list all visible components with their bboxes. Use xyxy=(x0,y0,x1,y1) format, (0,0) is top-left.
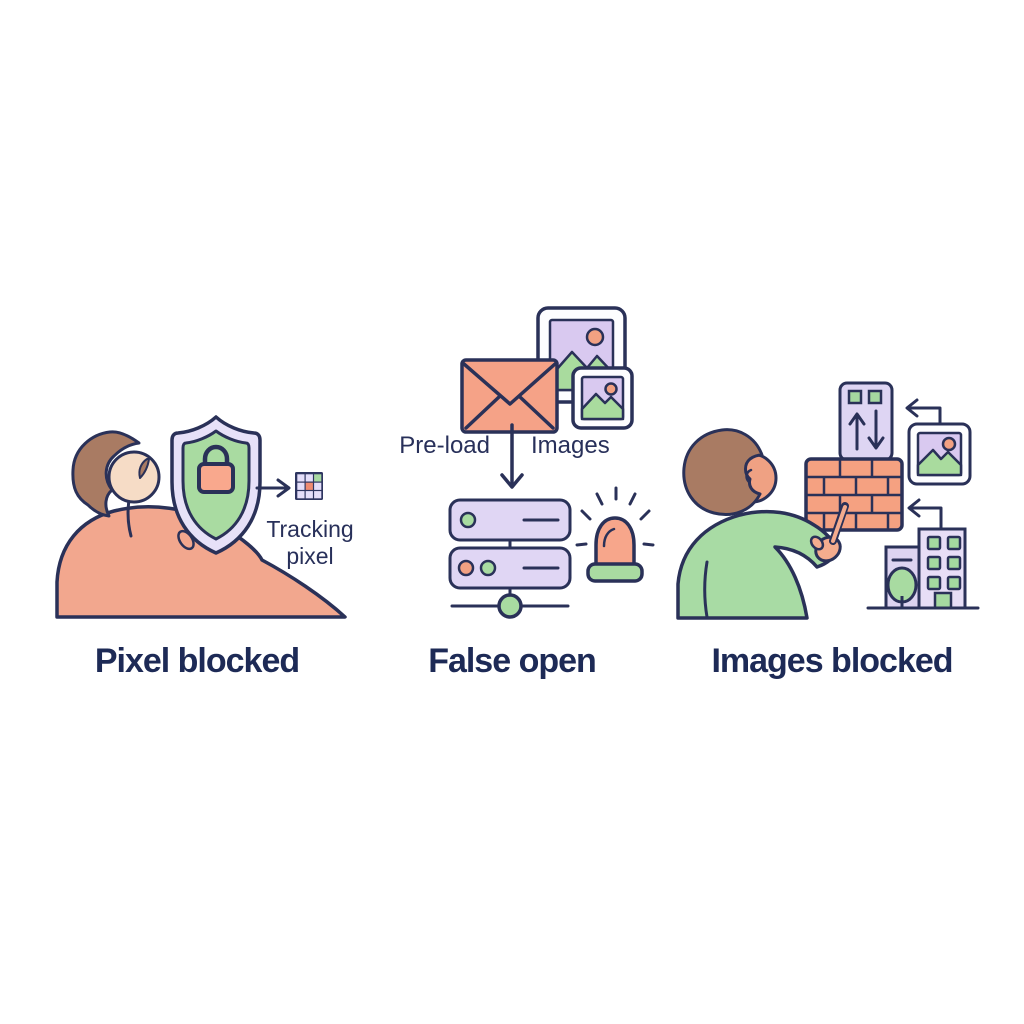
lock-shackle xyxy=(202,444,230,468)
buildings-icon xyxy=(866,527,980,610)
panel-images-blocked xyxy=(676,381,980,620)
tracking-pixel-label-line1: Tracking xyxy=(266,516,354,542)
data-transfer-panel-icon xyxy=(838,381,894,462)
tracking-pixel-label: Tracking pixel xyxy=(248,516,372,570)
person-body xyxy=(676,509,840,620)
arrow-right-icon xyxy=(255,478,291,498)
person-back-line xyxy=(703,560,709,619)
caption-pixel-blocked: Pixel blocked xyxy=(94,642,300,680)
photo-icon-small xyxy=(571,366,634,430)
images-label: Images xyxy=(531,432,610,459)
shield-lock-icon xyxy=(170,415,262,555)
siren-alarm-icon xyxy=(575,486,655,583)
person-pointing xyxy=(676,428,849,620)
person-hair xyxy=(682,428,764,516)
person-face xyxy=(107,450,161,504)
server-icon xyxy=(448,498,572,590)
pointing-hand xyxy=(809,502,849,563)
person-thumb xyxy=(177,529,195,551)
tracking-pixel-grid-icon xyxy=(295,472,323,500)
arrow-left-icon-bottom xyxy=(907,498,943,531)
caption-images-blocked: Images blocked xyxy=(711,642,953,680)
person-hair-sideburn xyxy=(138,458,150,479)
arrow-down-icon xyxy=(500,423,524,489)
tracking-pixel-label-line2: pixel xyxy=(286,543,334,569)
siren-rays xyxy=(575,486,655,547)
lock-body xyxy=(197,462,235,494)
person-ear-line xyxy=(745,468,753,484)
caption-false-open: False open xyxy=(428,642,597,680)
network-node-icon xyxy=(450,588,570,619)
panel-pixel-blocked xyxy=(55,415,347,619)
photo-icon-right xyxy=(907,422,972,486)
tree-icon xyxy=(886,566,918,608)
person-hair xyxy=(71,430,141,518)
preload-label: Pre-load xyxy=(399,432,490,459)
person-with-shield xyxy=(55,430,347,619)
up-down-arrows-icon xyxy=(848,409,885,451)
firewall-brick-wall-icon xyxy=(804,457,904,532)
panel-false-open xyxy=(448,306,655,619)
arrow-left-icon-top xyxy=(905,398,942,426)
envelope-icon xyxy=(460,358,559,434)
